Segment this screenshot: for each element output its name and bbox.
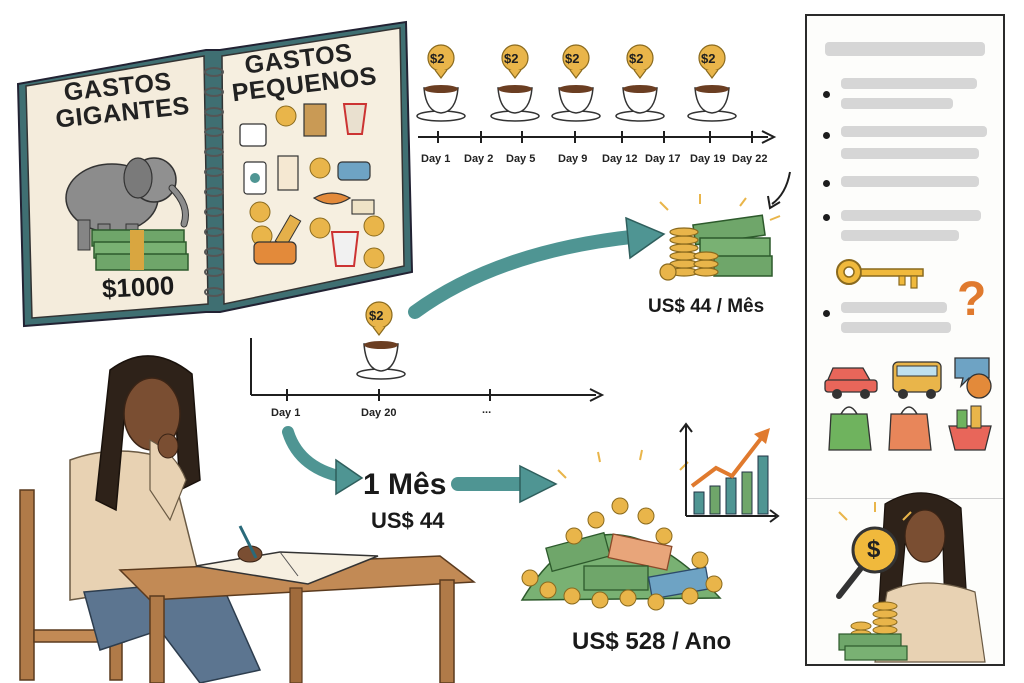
notebook-illustration: [16, 20, 414, 328]
chat-bubbles-icon: [954, 357, 992, 399]
flow-arrows-and-money: [250, 171, 791, 611]
coin-label: $2: [701, 51, 716, 66]
period-amount: US$ 44: [371, 508, 445, 533]
placeholder-heading: [825, 42, 985, 56]
day-label: Day 12: [602, 153, 638, 165]
bus-icon: [892, 361, 942, 399]
shopping-bag-icon: [888, 406, 932, 451]
day-label: Day 17: [645, 153, 681, 165]
yearly-money-pile-icon: [520, 449, 723, 611]
teal-arrow-icon: [408, 229, 647, 319]
day-label: Day 20: [361, 407, 397, 419]
coffee-cup-icon: [490, 44, 540, 122]
question-mark-icon: ?: [957, 273, 987, 326]
coin-label: $2: [565, 51, 580, 66]
day-label: ...: [482, 404, 492, 416]
day-label: Day 22: [732, 153, 768, 165]
coffee-cup-icon: [551, 44, 601, 122]
period-label: 1 Mês: [363, 468, 447, 501]
bullet-icon: [823, 180, 830, 187]
placeholder-line: [841, 210, 981, 221]
teal-arrowhead-icon: [625, 216, 666, 260]
top-timeline-graphics: [416, 44, 777, 144]
coffee-cup-icon: [356, 301, 406, 380]
placeholder-line: [841, 78, 977, 89]
bullet-icon: [823, 91, 830, 98]
placeholder-line: [841, 126, 987, 137]
expense-notebook: GASTOS GIGANTES GASTOS PEQUENOS $1000: [14, 20, 414, 330]
bullet-icon: [823, 310, 830, 317]
day-label: Day 1: [271, 407, 301, 419]
shopping-icons: [828, 405, 992, 451]
woman-at-desk-illustration: [19, 355, 477, 683]
coin-label: $2: [504, 51, 519, 66]
top-timeline: $2 $2 $2 $2 $2 Day 1 Day 2 Day 5 Day 9 D…: [0, 0, 800, 200]
placeholder-line: [841, 98, 953, 109]
day-label: Day 2: [464, 153, 494, 165]
monthly-cash-pile-icon: [659, 194, 781, 281]
key-icon: [836, 259, 924, 289]
placeholder-line: [841, 322, 951, 333]
bullet-icon: [823, 132, 830, 139]
day-label: Day 1: [421, 153, 451, 165]
shopping-bag-icon: [828, 406, 872, 451]
day-label: Day 9: [558, 153, 588, 165]
shopping-basket-icon: [948, 405, 992, 451]
bullet-icon: [823, 214, 830, 221]
day-label: Day 5: [506, 153, 536, 165]
dollar-sign-icon: $: [867, 536, 881, 563]
coin-label: $2: [430, 51, 445, 66]
monthly-result-label: US$ 44 / Mês: [648, 296, 765, 317]
small-expenses-icons: [239, 103, 385, 269]
day-label: Day 19: [690, 153, 726, 165]
coin-label: $2: [629, 51, 644, 66]
coffee-cup-icon: [416, 44, 466, 122]
placeholder-line: [841, 302, 947, 313]
growth-chart-icon: [679, 422, 780, 523]
yearly-result-label: US$ 528 / Ano: [572, 628, 732, 655]
placeholder-line: [841, 148, 979, 159]
coffee-cup-icon: [615, 44, 665, 122]
car-icon: [824, 367, 878, 399]
magnifier-icon: [836, 526, 899, 599]
placeholder-line: [841, 230, 959, 241]
checklist-sidebar: ?: [805, 14, 1005, 666]
coin-label: $2: [369, 308, 384, 323]
placeholder-line: [841, 176, 979, 187]
woman-magnifier-illustration: [836, 492, 986, 663]
transport-icons: [824, 357, 992, 399]
cash-stack-icon: [91, 229, 189, 271]
coffee-cup-icon: [687, 44, 737, 122]
